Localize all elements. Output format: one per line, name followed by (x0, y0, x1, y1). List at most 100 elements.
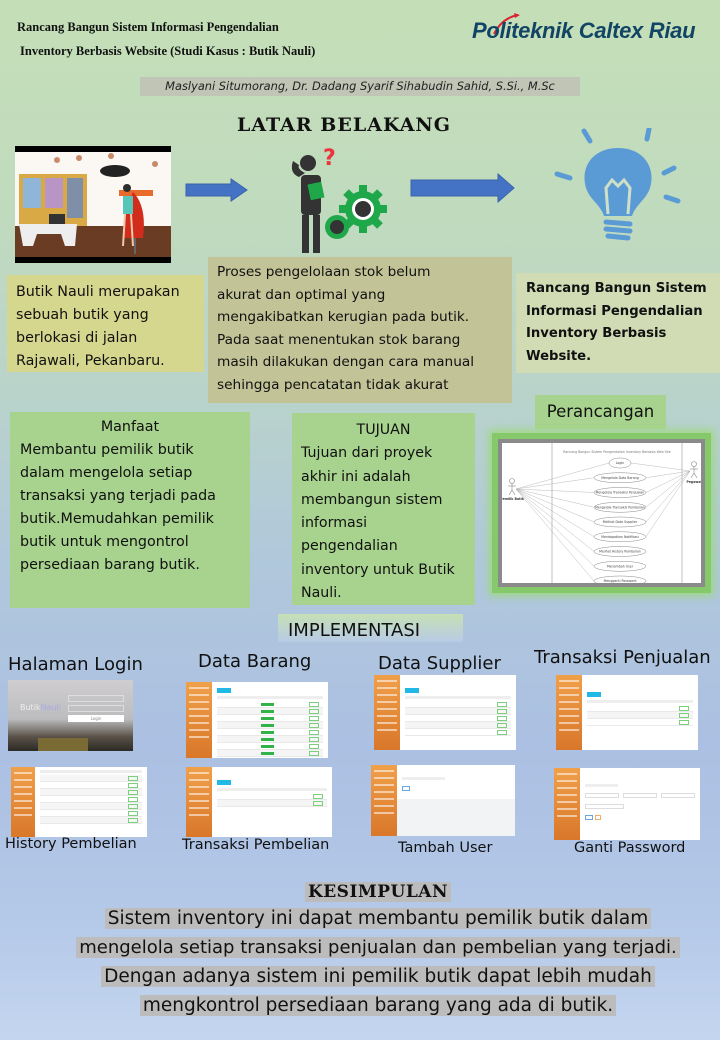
use-case-ellipse (593, 502, 647, 513)
association-line (645, 470, 691, 537)
use-case-diagram-canvas: Rancang Bangun Sistem Pengendalian Inven… (502, 443, 701, 583)
text-line: Rajawali, Pekanbaru. (16, 353, 165, 369)
manfaat-title: Manfaat (100, 419, 160, 435)
actor-left-label: Pemilik Butik (502, 497, 525, 501)
association-line (645, 470, 691, 523)
text-line: mengkontrol persediaan barang yang ada d… (139, 995, 617, 1016)
arrow-right-icon (410, 173, 515, 203)
use-case-label: Mengelola Data Barang (601, 476, 638, 480)
use-case-label: Mengganti Password (604, 579, 637, 583)
boutique-illustration (15, 146, 171, 263)
actor-left-icon (508, 478, 516, 496)
svg-text:?: ? (323, 146, 336, 171)
text-line: butik untuk mengontrol (20, 534, 189, 550)
authors: Maslyani Situmorang, Dr. Dadang Syarif S… (140, 77, 580, 96)
screen-label-data-supplier: Data Supplier (378, 653, 501, 674)
use-case-label: Melihat Data Supplier (603, 520, 638, 524)
association-line (515, 488, 595, 493)
association-line (515, 488, 595, 567)
text-line: mengelola setiap transaksi penjualan dan… (76, 937, 680, 958)
login-brand-text: Butik (20, 703, 41, 712)
logo-swoosh-icon (493, 13, 520, 35)
screen-label-transaksi-penjualan: Transaksi Penjualan (534, 647, 711, 668)
use-case-ellipse (608, 457, 632, 469)
association-line (515, 488, 595, 552)
poster-title-line-1: Rancang Bangun Sistem Informasi Pengenda… (17, 20, 279, 34)
screenshot-data-barang (186, 682, 328, 758)
use-case-ellipse (593, 561, 647, 572)
association-line (515, 488, 595, 508)
screenshot-transaksi-pembelian (186, 767, 332, 837)
confused-person-gears-icon: ? (291, 146, 387, 253)
use-case-ellipse (593, 472, 647, 483)
decor-shelf (38, 738, 88, 751)
use-case-label: Mengelola Transaksi Penjualan (596, 491, 645, 495)
association-line (630, 462, 691, 472)
screenshot-history-pembelian (11, 767, 147, 837)
text-line: akurat dan optimal yang (217, 286, 386, 303)
text-line: Proses pengelolaan stok belum (217, 264, 431, 280)
screenshot-data-supplier (374, 675, 516, 750)
login-username-input (68, 695, 124, 702)
text-line: Tujuan dari proyek (301, 445, 433, 462)
text-line: Dengan adanya sistem ini pemilik butik d… (101, 966, 655, 987)
text-line: persediaan barang butik. (20, 557, 200, 573)
text-line: sehingga pencatatan tidak akurat (217, 376, 449, 393)
login-brand-accent: Nauli (40, 703, 61, 712)
section-heading-latar-belakang: LATAR BELAKANG (237, 114, 452, 136)
text-line: transaksi yang terjadi pada (20, 488, 216, 504)
text-line: akhir ini adalah (301, 468, 411, 485)
section-heading-kesimpulan: KESIMPULAN (304, 882, 452, 902)
diagram-title: Rancang Bangun Sistem Pengendalian Inven… (563, 450, 671, 454)
text-line: Sistem inventory ini dapat membantu pemi… (104, 908, 652, 929)
text-line: butik.Memudahkan pemilik (20, 511, 214, 527)
tujuan-box: TUJUAN Tujuan dari proyek akhir ini adal… (292, 413, 475, 605)
screen-label-halaman-login: Halaman Login (8, 654, 143, 675)
lightbulb-icon (554, 128, 681, 241)
text-line: berlokasi di jalan (16, 330, 138, 346)
text-line: Inventory Berbasis (526, 326, 667, 341)
login-brand: ButikNauli (20, 703, 61, 712)
actor-right-label: Pegawai (686, 480, 701, 484)
text-line: Membantu pemilik butik (20, 442, 194, 458)
screen-label-history-pembelian: History Pembelian (5, 836, 137, 852)
text-line: Rancang Bangun Sistem (526, 281, 707, 296)
use-case-label: Login (616, 461, 625, 465)
manfaat-box: Manfaat Membantu pemilik butik dalam men… (10, 412, 250, 608)
text-line: mengakibatkan kerugian pada butik. (217, 309, 470, 326)
login-password-input (68, 705, 124, 712)
kesimpulan-section: KESIMPULAN Sistem inventory ini dapat me… (0, 882, 720, 1020)
association-line (515, 462, 610, 490)
arrow-right-icon (185, 178, 248, 202)
text-line: Website. (526, 348, 592, 364)
text-line: masih dilakukan dengan cara manual (217, 354, 475, 371)
screen-label-data-barang: Data Barang (198, 651, 312, 672)
use-case-label: Menambah User (607, 564, 634, 568)
actor-right-icon (690, 461, 698, 479)
background-box-problem: Proses pengelolaan stok belum akurat dan… (208, 257, 512, 403)
association-line (645, 470, 691, 508)
use-case-label: Mendapatkan Notifikasi (601, 535, 639, 539)
login-button: Login (68, 715, 124, 722)
text-line: informasi (301, 515, 368, 532)
background-box-solution: Rancang Bangun Sistem Informasi Pengenda… (516, 273, 720, 373)
use-case-ellipse (593, 487, 647, 498)
text-line: pengendalian (301, 538, 398, 555)
screen-label-transaksi-pembelian: Transaksi Pembelian (182, 837, 330, 853)
use-case-ellipse (593, 575, 647, 583)
screenshot-ganti-password (554, 768, 700, 840)
association-line (645, 470, 691, 478)
use-case-label: Mengelola Transaksi Pembelian (595, 505, 645, 509)
text-line: dalam mengelola setiap (20, 465, 193, 481)
association-line (515, 488, 595, 537)
association-line (515, 477, 595, 490)
text-line: inventory untuk Butik (301, 561, 455, 578)
screenshot-halaman-login: ButikNauli Login (8, 680, 133, 751)
text-line: Nauli. (301, 585, 342, 602)
tujuan-title: TUJUAN (356, 422, 411, 438)
background-box-butik: Butik Nauli merupakan sebuah butik yang … (7, 275, 204, 372)
association-line (515, 488, 595, 523)
text-line: Informasi Pengendalian (526, 303, 703, 319)
implementasi-heading-bg (278, 614, 463, 642)
poster-title-line-2: Inventory Berbasis Website (Studi Kasus … (20, 44, 316, 58)
